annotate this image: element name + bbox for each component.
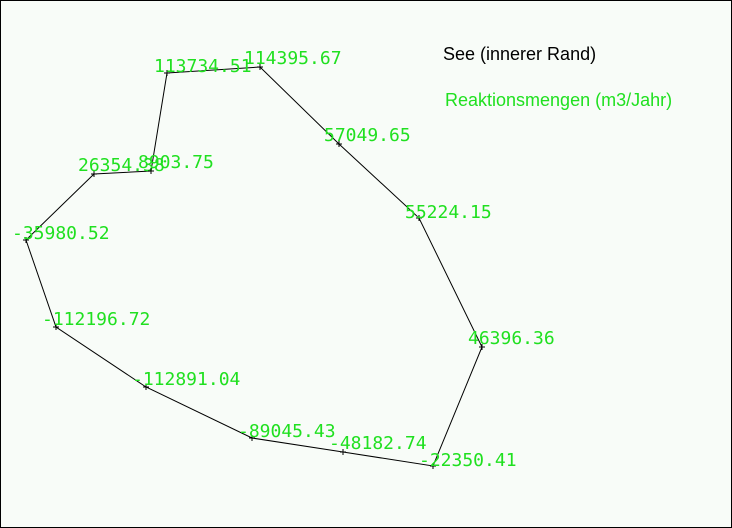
vertex-marker <box>479 344 485 350</box>
vertex-value-label: -112196.72 <box>42 309 150 330</box>
vertex-value-label: -35980.52 <box>12 223 110 244</box>
legend-title: See (innerer Rand) <box>443 44 597 64</box>
vertex-marker <box>430 463 436 469</box>
vertex-value-label: -89045.43 <box>238 421 336 442</box>
vertex-marker <box>336 141 342 147</box>
vertex-value-label: -22350.41 <box>419 450 517 471</box>
vertex-value-label: 114395.67 <box>244 48 342 69</box>
legend-subtitle: Reaktionsmengen (m3/Jahr) <box>445 90 673 110</box>
vertex-value-label: 55224.15 <box>405 202 492 223</box>
vertex-marker <box>23 237 29 243</box>
vertex-value-label: 57049.65 <box>324 125 411 146</box>
vertex-value-label: 8903.75 <box>138 152 214 173</box>
vertex-marker <box>53 324 59 330</box>
boundary-outline <box>25 66 483 467</box>
vertex-value-label: 46396.36 <box>468 328 555 349</box>
vertex-value-label: -112891.04 <box>132 369 240 390</box>
vertex-marker <box>416 215 422 221</box>
vertex-value-label: 113734.51 <box>154 56 252 77</box>
vertex-marker <box>143 384 149 390</box>
vertex-marker <box>164 70 170 76</box>
vertex-value-label: -48182.74 <box>329 433 427 454</box>
vertex-marker <box>249 435 255 441</box>
vertex-marker <box>340 449 346 455</box>
vertex-marker <box>257 64 263 70</box>
vertex-marker <box>91 171 97 177</box>
vertex-value-label: 26354.38 <box>78 155 165 176</box>
vertex-marker <box>148 168 154 174</box>
